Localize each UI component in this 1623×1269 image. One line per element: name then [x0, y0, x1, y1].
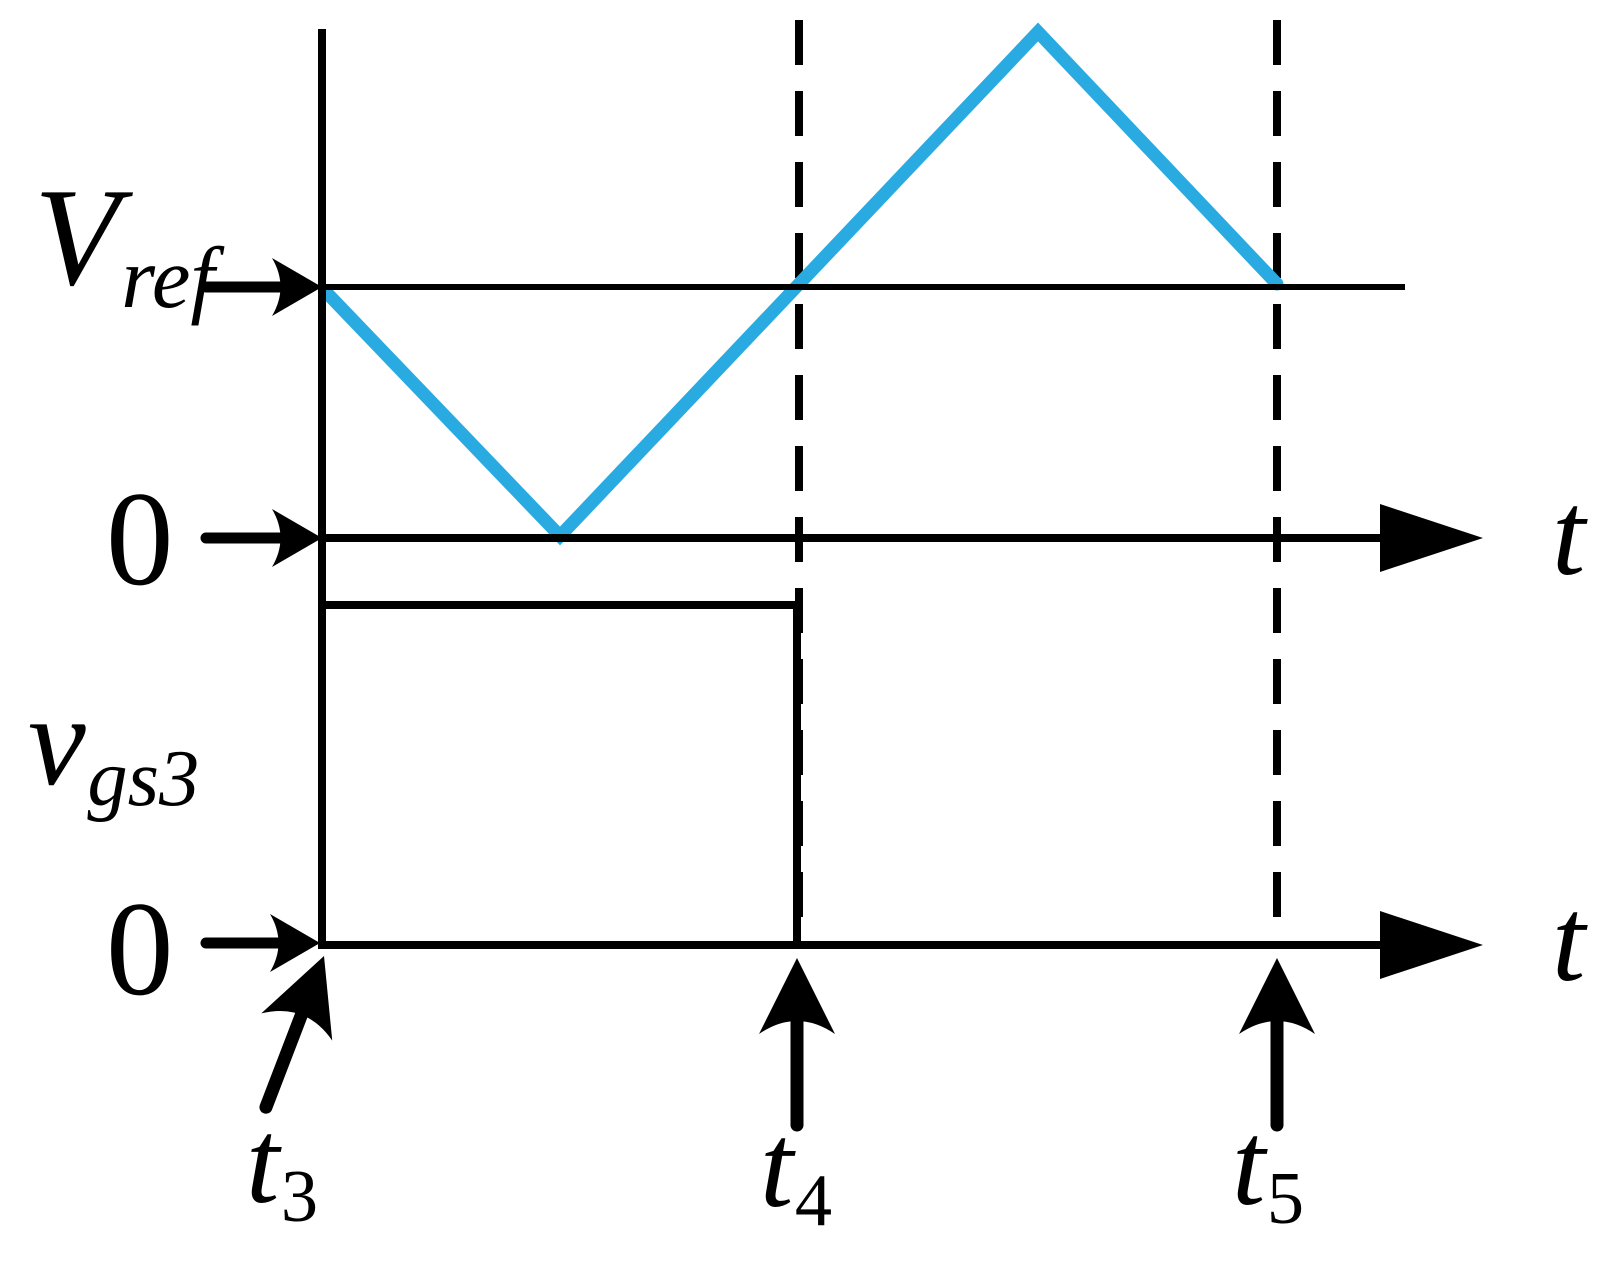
vref-pointer-arrowhead	[272, 258, 322, 316]
t5-label-sub: 5	[1266, 1158, 1305, 1241]
t4-marker-arrowhead	[759, 958, 835, 1034]
t4-label-sub: 4	[794, 1160, 833, 1243]
vgs3-label: vgs3	[28, 676, 199, 820]
t4-label-base: t	[760, 1099, 794, 1232]
t3-marker-shaft	[259, 1007, 309, 1114]
lower-time-axis	[322, 911, 1483, 979]
vref-pointer-arrow	[200, 258, 322, 316]
vgs3-waveform	[322, 601, 801, 945]
zero-upper-pointer-arrowhead	[272, 509, 322, 567]
lower-time-axis-label: t	[1552, 873, 1586, 1006]
vref-label-sub: ref	[121, 229, 215, 326]
t3-label-sub: 3	[280, 1156, 319, 1239]
upper-time-axis-arrowhead	[1380, 504, 1483, 572]
zero-upper-pointer-arrow	[200, 509, 322, 567]
zero-lower-pointer-arrowhead	[270, 914, 320, 972]
t3-marker-arrow	[259, 956, 333, 1114]
t5-label-base: t	[1232, 1097, 1266, 1230]
t4-marker-arrow	[759, 958, 835, 1132]
t4-label: t4	[760, 1106, 832, 1239]
t3-label-base: t	[246, 1095, 280, 1228]
zero-lower-label: 0	[106, 875, 174, 1024]
upper-time-axis	[322, 504, 1483, 572]
vgs3-label-sub: gs3	[87, 733, 200, 823]
zero-upper-label: 0	[106, 465, 174, 614]
t5-marker-arrowhead	[1239, 958, 1315, 1034]
upper-time-axis-label: t	[1552, 467, 1586, 600]
vref-label: Vref	[34, 168, 214, 321]
lower-time-axis-arrowhead	[1380, 911, 1483, 979]
t5-label: t5	[1232, 1104, 1304, 1237]
vref-label-base: V	[34, 160, 120, 315]
zero-lower-pointer-arrow	[200, 914, 320, 972]
t5-marker-arrow	[1239, 958, 1315, 1132]
t3-label: t3	[246, 1102, 318, 1235]
t3-marker-arrowhead	[261, 956, 333, 1041]
vgs3-label-base: v	[28, 669, 86, 813]
